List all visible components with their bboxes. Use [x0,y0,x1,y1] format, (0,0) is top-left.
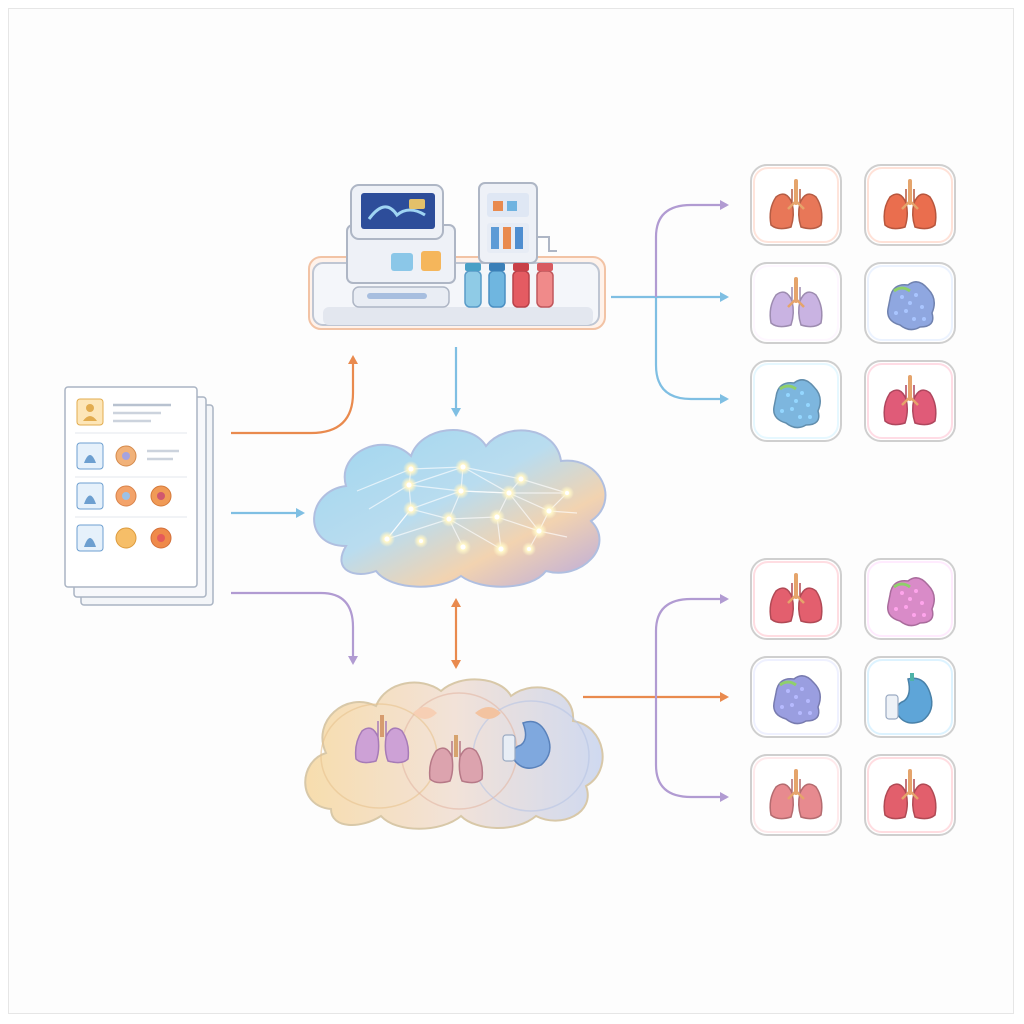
lungs-icon [354,715,410,764]
tissue-icon [887,281,935,331]
output-tile [864,360,956,442]
arrow-docs-to-analyzer [231,355,358,435]
input-arrows [231,347,461,669]
output-tile [750,360,842,442]
stomach-icon [502,720,551,769]
organ-cluster-cloud [304,678,604,830]
tissue-icon [887,577,935,627]
output-tile [864,164,956,246]
top-output-grid [750,164,956,442]
output-tile [750,656,842,738]
analyzer-screen [361,193,435,229]
output-tile [750,754,842,836]
document-stack [64,386,214,606]
lungs-icon [769,179,823,230]
lungs-icon [769,573,823,624]
stomach-icon [885,673,933,724]
neural-network-cloud [313,429,607,588]
output-tile [864,754,956,836]
lungs-icon [769,277,823,328]
arrow-docs-to-clusters [231,591,358,665]
output-tile [864,558,956,640]
lungs-icon [428,735,484,784]
tissue-icon [773,675,821,725]
organ-thumbnail-icon [115,527,137,549]
lab-analyzer [308,182,606,330]
diagram-canvas [64,164,956,836]
tissue-icon [773,379,821,429]
lungs-icon [883,179,937,230]
output-tile [864,656,956,738]
output-tile [750,558,842,640]
bottom-output-grid [750,558,956,836]
bottom-output-arrows [583,594,729,802]
lungs-icon [883,375,937,426]
output-tile [750,262,842,344]
lungs-icon [769,769,823,820]
lungs-icon [883,769,937,820]
top-output-arrows [611,200,729,404]
diagram-frame [8,8,1014,1014]
output-tile [864,262,956,344]
sample-tubes [464,263,554,308]
output-tile [750,164,842,246]
